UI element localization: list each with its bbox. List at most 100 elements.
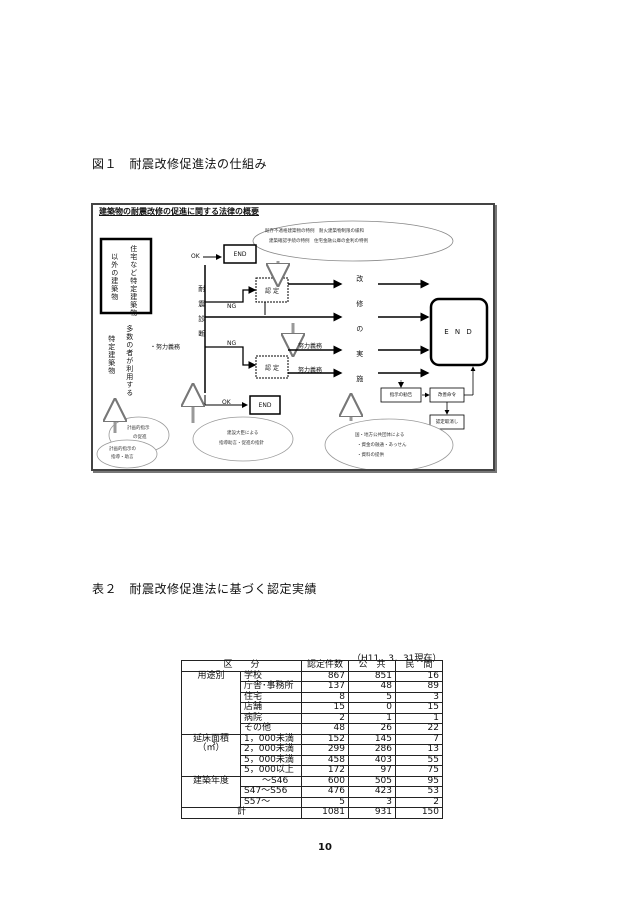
box-shiji-label: 指示の勧告 bbox=[389, 393, 413, 398]
cell-total: 476 bbox=[301, 786, 349, 798]
cell-public: 403 bbox=[348, 754, 396, 766]
cell-total: 48 bbox=[301, 723, 349, 735]
box-shiji bbox=[380, 387, 422, 403]
effort-mid-label: 努力義務 bbox=[298, 343, 323, 350]
oval-bottom-right bbox=[324, 418, 454, 469]
row-name: 5，000未満 bbox=[240, 754, 302, 766]
row-name: 2，000未満 bbox=[240, 744, 302, 756]
header-total: 認定件数 bbox=[301, 660, 349, 672]
cell-public: 505 bbox=[348, 775, 396, 787]
total-cell-total: 1081 bbox=[301, 807, 349, 819]
nintei-box-bottom bbox=[255, 355, 289, 379]
cell-public: 97 bbox=[348, 765, 396, 777]
table-header-row: 区 分 認定件数 公 共 民 間 bbox=[181, 660, 443, 672]
diagram-lines bbox=[96, 220, 489, 469]
cell-private: 1 bbox=[395, 712, 443, 724]
cell-public: 26 bbox=[348, 723, 396, 735]
oval-top-line-2: 建築確認手続の特例 住宅金融公庫の金利の特例 bbox=[269, 239, 368, 244]
nintei-bottom-label: 認 定 bbox=[265, 364, 279, 372]
cell-public: 145 bbox=[348, 733, 396, 745]
cell-total: 600 bbox=[301, 775, 349, 787]
oval-bl-a-line-2: の促進 bbox=[133, 435, 147, 440]
row-name: ～S46 bbox=[240, 775, 302, 787]
group-label-text: 延床面積 bbox=[192, 733, 229, 744]
box-torikeshi bbox=[429, 414, 465, 430]
cell-private: 22 bbox=[395, 723, 443, 735]
cell-public: 48 bbox=[348, 681, 396, 693]
cell-total: 5 bbox=[301, 796, 349, 808]
oval-bm-line-2: 指導助言・促進の指針 bbox=[219, 441, 264, 446]
table-date-note: （H11．3．31現在） bbox=[352, 654, 442, 664]
cell-public: 286 bbox=[348, 744, 396, 756]
cell-total: 152 bbox=[301, 733, 349, 745]
row-name: 学校 bbox=[240, 670, 302, 682]
end-big-label: E N D bbox=[444, 328, 474, 336]
end-box-big bbox=[429, 297, 489, 367]
end-top-label: END bbox=[233, 250, 247, 258]
cell-private: 2 bbox=[395, 796, 443, 808]
ok-label-top: OK bbox=[191, 253, 200, 260]
cell-private: 89 bbox=[395, 681, 443, 693]
left-box-text-1: 住宅など特定建築物 bbox=[129, 245, 138, 317]
cell-private: 95 bbox=[395, 775, 443, 787]
top-oval bbox=[252, 220, 454, 262]
cell-total: 15 bbox=[301, 702, 349, 714]
diagram-title: 建築物の耐震改修の促進に関する法律の概要 bbox=[99, 207, 259, 216]
cell-public: 851 bbox=[348, 670, 396, 682]
row-name: 店舗 bbox=[240, 702, 302, 714]
left-text-2: 特定建築物 bbox=[107, 335, 116, 375]
cell-private: 75 bbox=[395, 765, 443, 777]
cell-total: 299 bbox=[301, 744, 349, 756]
total-cell-public: 931 bbox=[348, 807, 396, 819]
oval-bl-b-line-1: 計画的指示の bbox=[109, 447, 136, 452]
group-label: 延床面積（㎡） bbox=[181, 733, 241, 777]
cell-private: 3 bbox=[395, 691, 443, 703]
nintei-top-label: 認 定 bbox=[265, 287, 279, 295]
row-name: 庁舎･事務所 bbox=[240, 681, 302, 693]
group-label: 用途別 bbox=[181, 670, 241, 735]
group-label-unit: （㎡） bbox=[197, 742, 225, 753]
total-cell-private: 150 bbox=[395, 807, 443, 819]
row-name: S57～ bbox=[240, 796, 302, 808]
figure-caption: 図１ 耐震改修促進法の仕組み bbox=[92, 157, 268, 171]
table-caption: 表２ 耐震改修促進法に基づく認定実績 bbox=[92, 582, 318, 596]
row-name: 病院 bbox=[240, 712, 302, 724]
oval-bl-b-line-2: 指導・助言 bbox=[111, 455, 134, 460]
group-label-text: 建築年度 bbox=[192, 775, 229, 786]
left-box-text-2: 以外の建築物 bbox=[110, 253, 119, 301]
shindan-label: 耐震診断 bbox=[197, 285, 206, 345]
row-name: S47～S56 bbox=[240, 786, 302, 798]
ok-label-bottom: OK bbox=[222, 399, 231, 406]
cell-total: 2 bbox=[301, 712, 349, 724]
oval-bottom-left-b bbox=[96, 439, 158, 469]
cell-total: 172 bbox=[301, 765, 349, 777]
left-building-box bbox=[99, 237, 153, 315]
effort-label: ・努力義務 bbox=[150, 344, 181, 351]
effort-low-label: 努力義務 bbox=[298, 367, 323, 374]
oval-br-line-3: ・資料の提供 bbox=[357, 453, 384, 458]
header-category: 区 分 bbox=[181, 660, 302, 672]
cell-private: 15 bbox=[395, 702, 443, 714]
header-public: 公 共 bbox=[348, 660, 396, 672]
oval-bm-line-1: 建設大臣による bbox=[227, 431, 259, 436]
row-name: 住宅 bbox=[240, 691, 302, 703]
cell-private: 13 bbox=[395, 744, 443, 756]
cell-public: 5 bbox=[348, 691, 396, 703]
oval-br-line-2: ・資金の融通・あっせん bbox=[357, 443, 407, 448]
cell-private: 55 bbox=[395, 754, 443, 766]
oval-br-line-1: 国・地方公共団体による bbox=[355, 433, 405, 438]
cell-total: 8 bbox=[301, 691, 349, 703]
cell-private: 53 bbox=[395, 786, 443, 798]
cell-total: 458 bbox=[301, 754, 349, 766]
group-label-text: 用途別 bbox=[197, 670, 225, 681]
kaishu-label: 改修の実施 bbox=[355, 275, 364, 400]
